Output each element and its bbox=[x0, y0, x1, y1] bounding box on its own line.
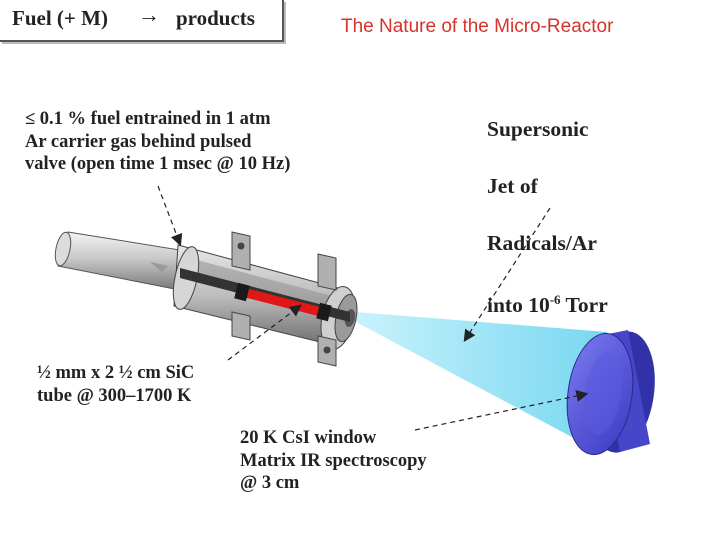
jet-pressure-exponent: -6 bbox=[549, 291, 561, 307]
page-title: The Nature of the Micro-Reactor bbox=[341, 16, 614, 37]
jet-label-line: into 10-6 Torr bbox=[487, 286, 608, 320]
jet-label-line: Jet of bbox=[487, 173, 538, 198]
electrode-right bbox=[316, 302, 332, 322]
supersonic-jet bbox=[356, 312, 607, 452]
jet-pressure-base: into 10 bbox=[487, 292, 550, 317]
sic-tube-label: ½ mm x 2 ½ cm SiC tube @ 300–1700 K bbox=[37, 363, 195, 406]
csi-window bbox=[566, 330, 655, 456]
jet-pressure-unit: Torr bbox=[560, 292, 608, 317]
leader-tube bbox=[227, 304, 302, 361]
reaction-box: Fuel (+ M) → products bbox=[0, 0, 284, 42]
leader-window bbox=[414, 390, 589, 431]
fuel-entrainment-label: ≤ 0.1 % fuel entrained in 1 atm Ar carri… bbox=[25, 109, 291, 174]
csi-window-label: 20 K CsI window Matrix IR spectroscopy @… bbox=[240, 428, 427, 493]
leader-fuel bbox=[157, 185, 183, 247]
product-label: products bbox=[176, 6, 255, 30]
electrode-left bbox=[234, 282, 250, 302]
mounting-bracket-left bbox=[231, 231, 251, 341]
jet-label-line: Radicals/Ar bbox=[487, 230, 597, 255]
leader-jet bbox=[463, 207, 551, 343]
reactant-label: Fuel (+ M) bbox=[12, 6, 108, 30]
jet-label: Supersonic Jet of Radicals/Ar into 10-6 … bbox=[487, 86, 608, 348]
mounting-bracket-right bbox=[317, 253, 337, 367]
jet-label-line: Supersonic bbox=[487, 116, 589, 141]
reaction-arrow-icon: → bbox=[138, 2, 160, 27]
inlet-pipe bbox=[54, 231, 193, 291]
